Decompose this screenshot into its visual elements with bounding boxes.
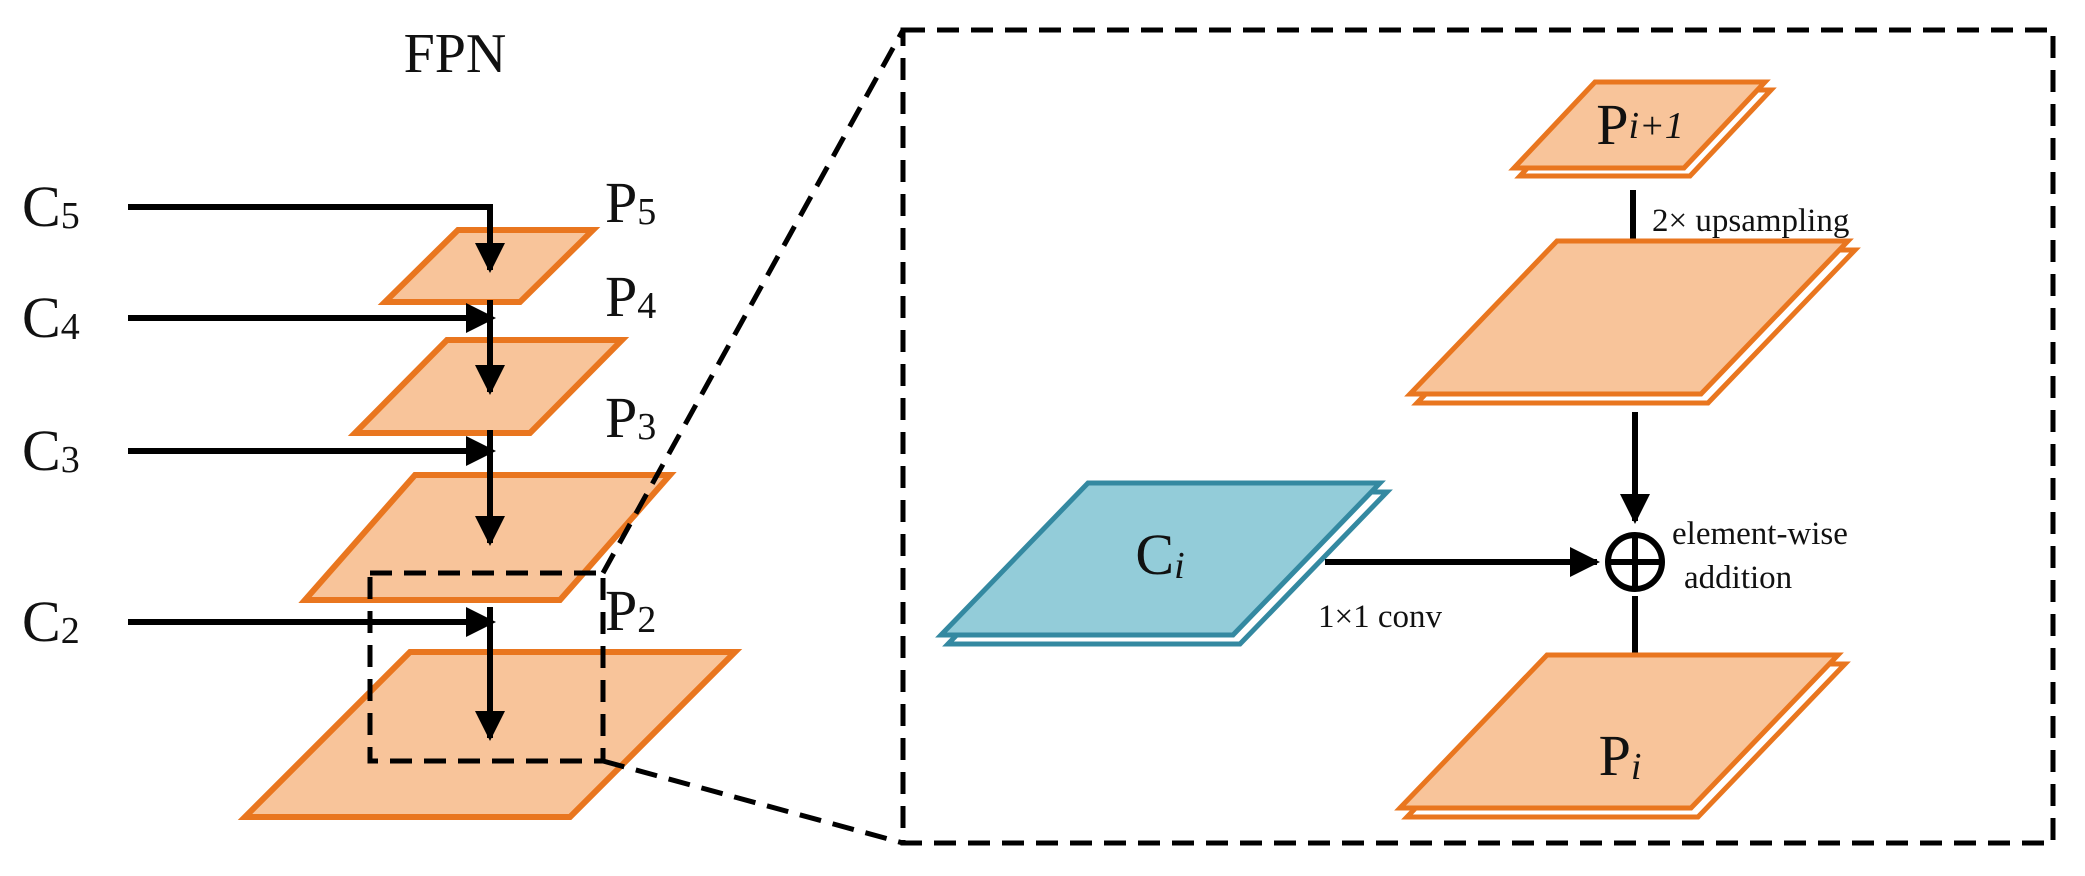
zoom-indicator [367,28,906,846]
label-c-i: Ci [1135,522,1184,587]
output-label-p5: P5 [605,170,656,235]
zoom-connector-top [600,28,906,575]
label-p-i-plus-1: Pi+1 [1596,92,1683,157]
upsampled-feature-map [1404,238,1861,406]
detail-panel [900,27,2056,846]
zoom-source-box [367,570,606,764]
lateral-arrows [128,204,496,637]
input-labels: C5 C4 C3 C2 [22,174,80,654]
input-label-c4: C4 [22,285,80,350]
output-labels: P5 P4 P3 P2 [605,170,656,643]
input-label-c5: C5 [22,174,80,239]
input-label-c3: C3 [22,418,80,483]
lateral-feature-map-c-i: Ci [935,480,1393,647]
diagram-title: FPN [404,23,507,85]
conv-label: 1×1 conv [1318,599,1443,635]
output-label-p2: P2 [605,578,656,643]
output-label-p4: P4 [605,264,656,329]
zoom-connector-bottom [602,758,904,846]
element-wise-add [1605,532,1665,592]
add-label-line-2: addition [1684,560,1792,596]
feature-map-p-i-plus-1: Pi+1 [1508,79,1777,179]
feature-map-p-i: Pi [1394,652,1851,820]
input-label-c2: C2 [22,589,80,654]
upsample-label: 2× upsampling [1652,203,1849,239]
output-label-p3: P3 [605,385,656,450]
label-p-i: Pi [1599,723,1642,788]
add-label-line-1: element-wise [1672,516,1848,552]
